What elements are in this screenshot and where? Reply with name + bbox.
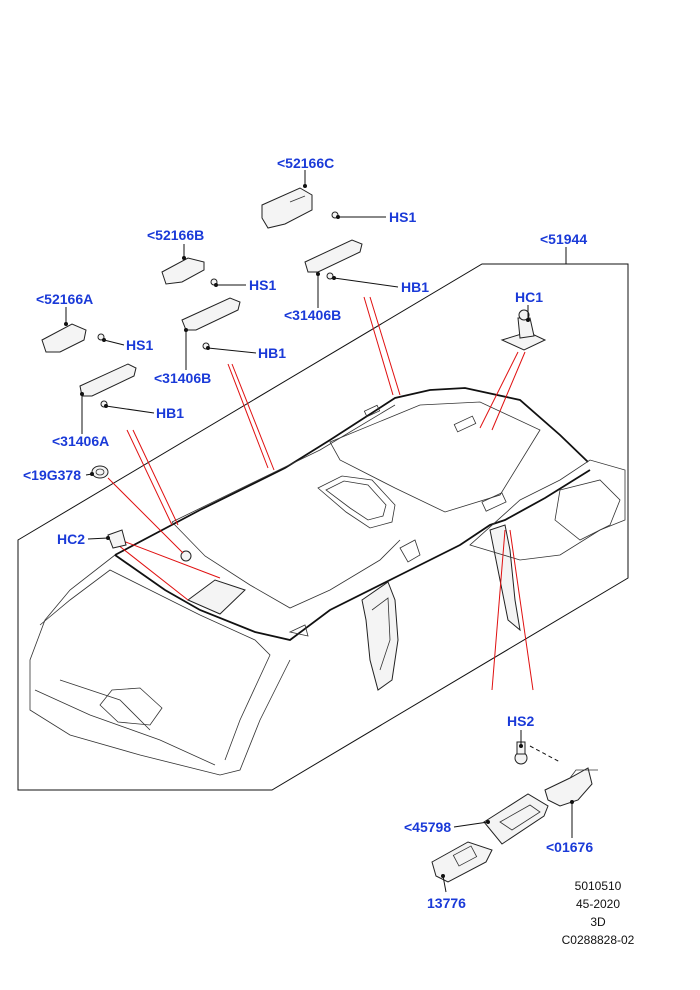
- part-31406B-left: [181, 297, 241, 331]
- part-19G378: [91, 465, 109, 479]
- highlight-leaders: [107, 296, 534, 691]
- part-52166B: [161, 257, 205, 285]
- callout-01676[interactable]: <01676: [546, 839, 593, 855]
- diagram-group: 45-2020: [576, 897, 620, 911]
- callout-HS1-top[interactable]: HS1: [389, 209, 416, 225]
- callout-HB1-top[interactable]: HB1: [401, 279, 429, 295]
- callout-31406B-right[interactable]: <31406B: [284, 307, 341, 323]
- callout-HS2[interactable]: HS2: [507, 713, 534, 729]
- callout-leaders: [64, 170, 574, 893]
- diagram-code: 5010510: [575, 879, 622, 893]
- reference-block: 5010510 45-2020 3D C0288828-02: [562, 879, 635, 947]
- callout-HB1-left[interactable]: HB1: [156, 405, 184, 421]
- diagram-view: 3D: [590, 915, 606, 929]
- sensor-icon: [180, 550, 192, 562]
- part-HC2: [107, 529, 127, 549]
- callout-52166B[interactable]: <52166B: [147, 227, 204, 243]
- dashed-leader: [529, 745, 561, 763]
- callout-51944[interactable]: <51944: [540, 231, 587, 247]
- callout-HS1-left[interactable]: HS1: [126, 337, 153, 353]
- callout-31406A[interactable]: <31406A: [52, 433, 109, 449]
- part-52166A: [41, 323, 87, 353]
- part-52166C: [261, 187, 313, 229]
- pillars: [361, 459, 626, 691]
- callout-31406B-left[interactable]: <31406B: [154, 370, 211, 386]
- part-01676: [544, 767, 598, 807]
- callout-52166A[interactable]: <52166A: [36, 291, 93, 307]
- diagram-ref: C0288828-02: [562, 933, 635, 947]
- headliner-panel: [114, 387, 591, 641]
- part-HC1: [500, 309, 547, 351]
- part-31406B-right: [304, 239, 363, 273]
- callout-19G378[interactable]: <19G378: [23, 467, 81, 483]
- callout-13776[interactable]: 13776: [427, 895, 466, 911]
- callout-labels: <52166C HS1 <52166B <51944 HS1 HB1 <5216…: [23, 155, 593, 911]
- front-body: [29, 554, 291, 776]
- part-31406A: [79, 363, 137, 397]
- part-13776: [431, 841, 493, 883]
- callout-HC2[interactable]: HC2: [57, 531, 85, 547]
- callout-52166C[interactable]: <52166C: [277, 155, 334, 171]
- callout-HS1-middle[interactable]: HS1: [249, 277, 276, 293]
- callout-HB1-middle[interactable]: HB1: [258, 345, 286, 361]
- callout-45798[interactable]: <45798: [404, 819, 451, 835]
- callout-HC1[interactable]: HC1: [515, 289, 543, 305]
- part-45798: [483, 793, 549, 845]
